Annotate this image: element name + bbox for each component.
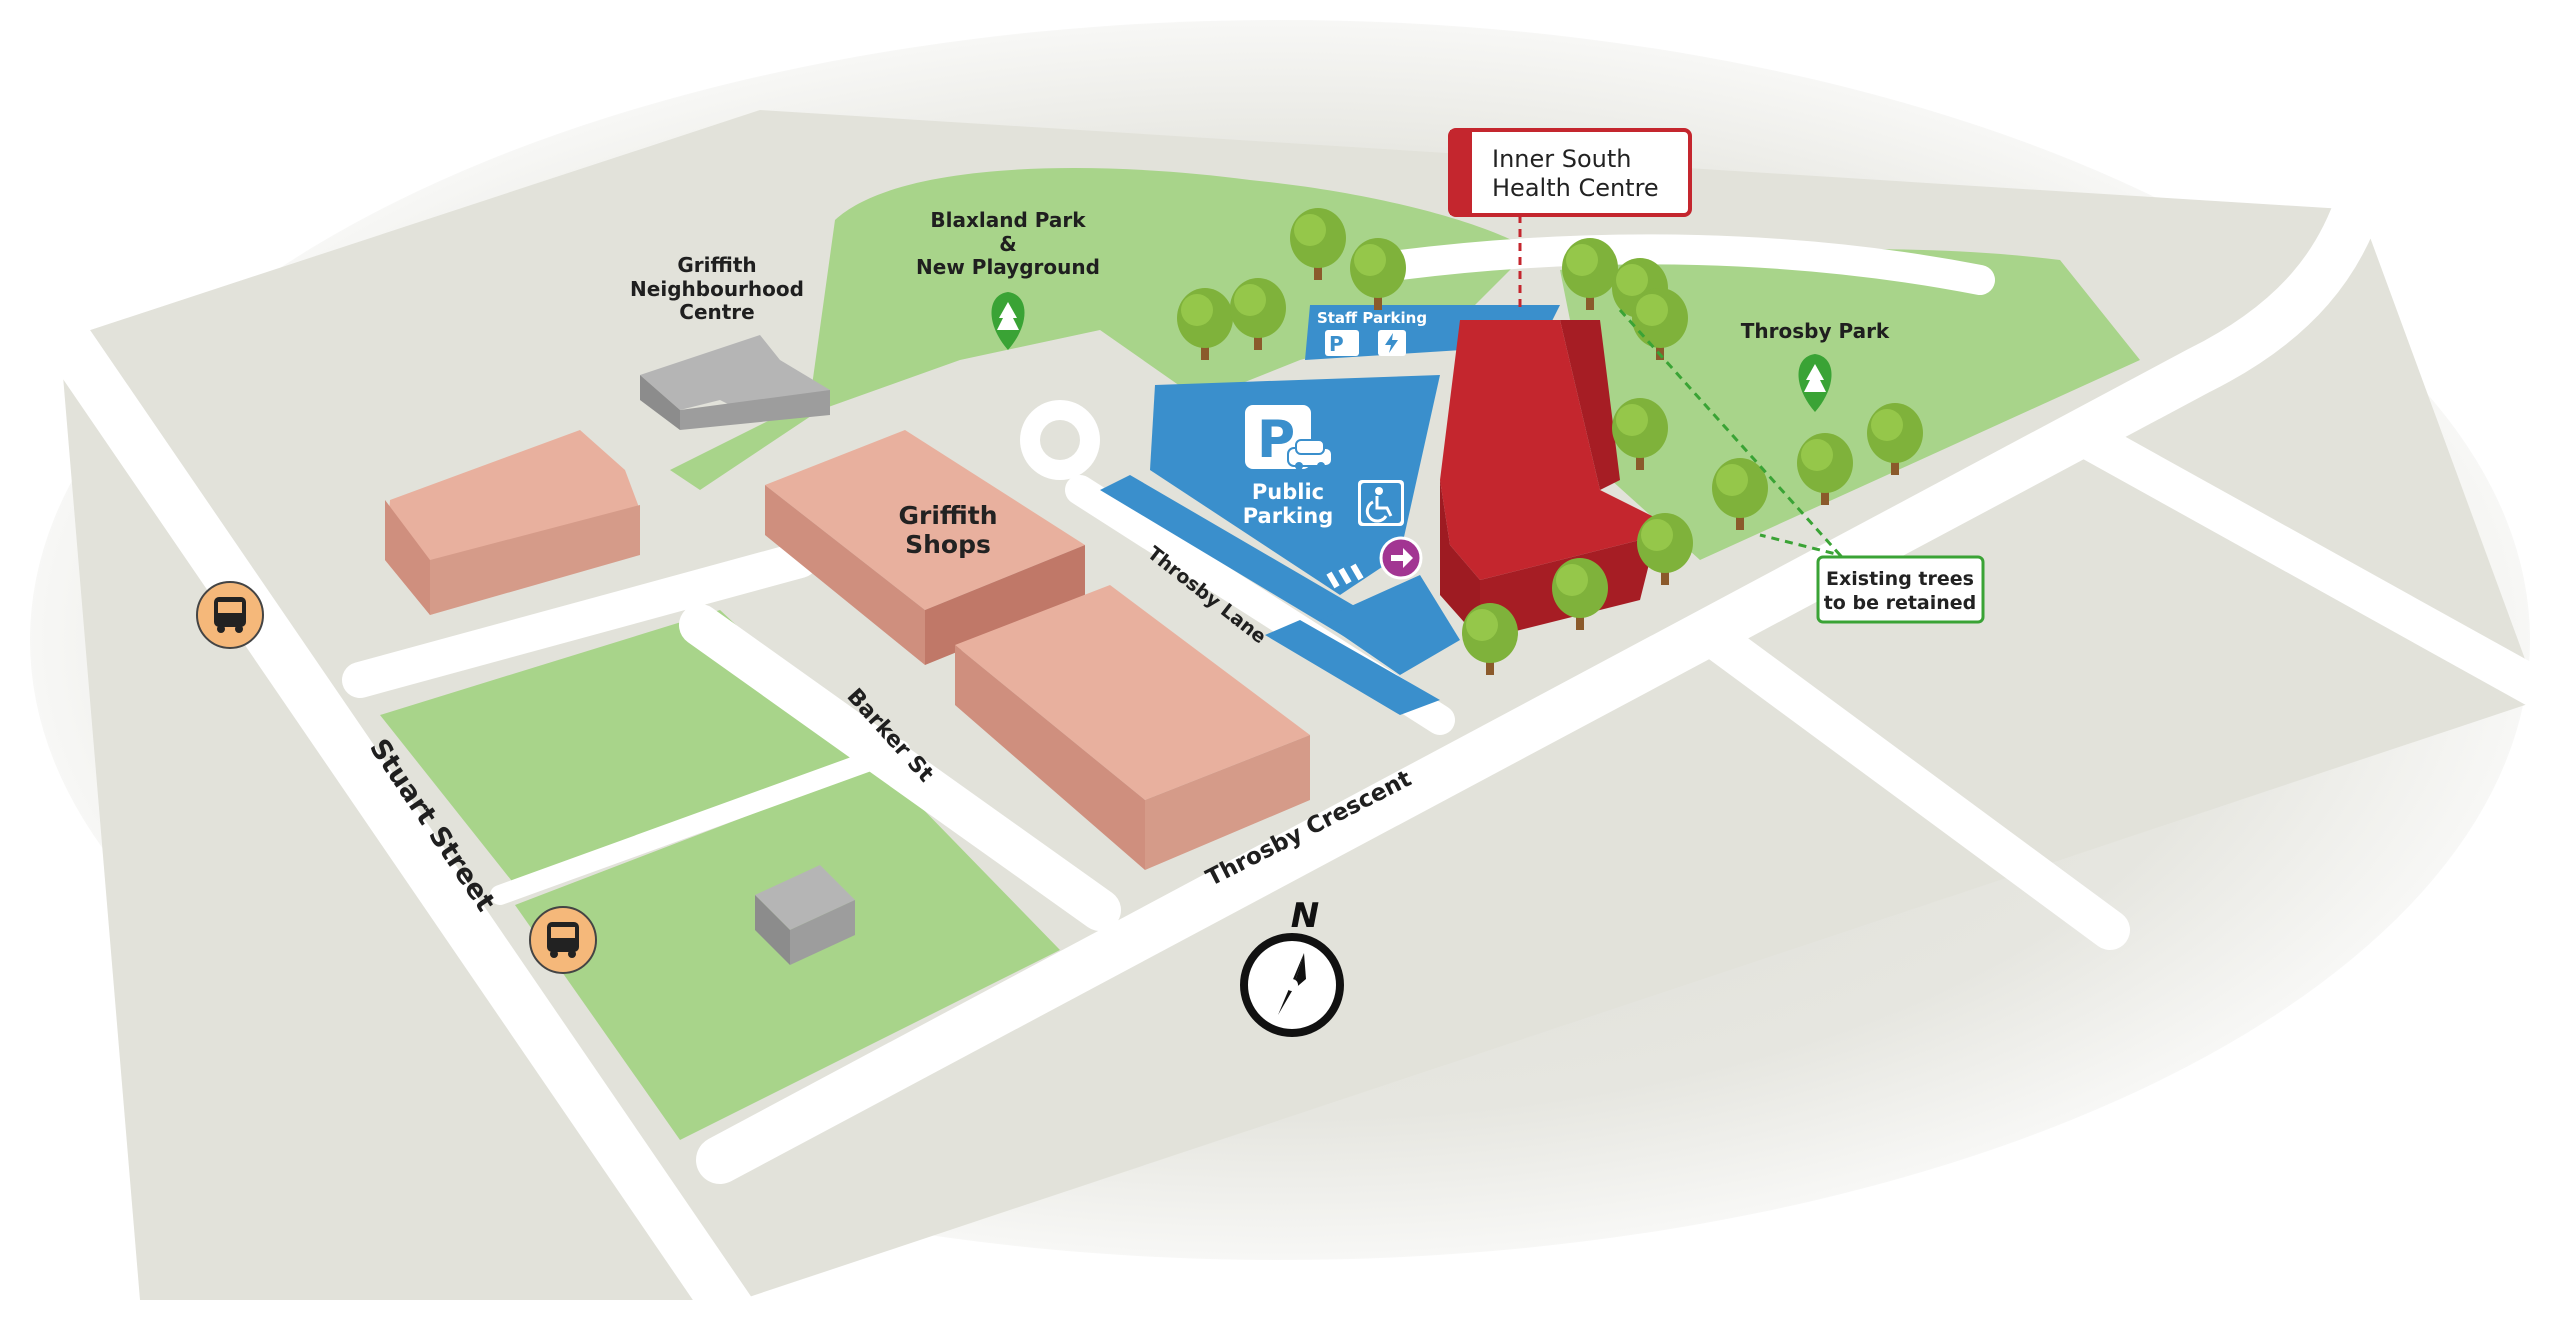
accessible-parking-icon: [1358, 480, 1404, 526]
health-centre-title-1: Inner South: [1492, 145, 1632, 173]
public-parking-label-1: Public: [1252, 480, 1324, 504]
neighbourhood-centre-label-3: Centre: [679, 300, 754, 324]
bottom-parking: [1265, 620, 1440, 715]
bus-stop-icon: [529, 906, 597, 974]
existing-trees-label-2: to be retained: [1824, 592, 1977, 614]
svg-text:P: P: [1329, 332, 1344, 356]
blaxland-park-label-2: &: [999, 232, 1016, 256]
griffith-shops-label-2: Shops: [905, 530, 991, 559]
throsby-crescent-road: [696, 176, 2384, 1184]
staff-parking-label: Staff Parking: [1317, 309, 1427, 327]
entrance-arrow-icon: [1379, 536, 1423, 580]
griffith-shops-label-1: Griffith: [898, 501, 997, 530]
park-tree-pin-icon: [991, 292, 1025, 350]
park-tree-pin-icon: [1798, 354, 1832, 412]
neighbourhood-centre-label-1: Griffith: [677, 253, 756, 277]
car-icon: [1287, 439, 1333, 470]
blaxland-park-label-3: New Playground: [916, 255, 1100, 279]
griffith-neighbourhood-centre-building: [640, 335, 830, 430]
existing-trees-label-1: Existing trees: [1826, 568, 1974, 590]
throsby-park: [1560, 249, 2140, 560]
throsby-park-label: Throsby Park: [1741, 319, 1890, 343]
north-label: N: [1291, 896, 1319, 936]
public-parking-label-2: Parking: [1243, 504, 1334, 528]
crosswalk: [1326, 563, 1364, 589]
griffith-shops-building: [765, 430, 1085, 665]
building-west: [385, 430, 640, 615]
parking-strip-lower: [1320, 575, 1460, 675]
bus-stop-icon: [196, 581, 264, 649]
compass-icon: [1240, 933, 1344, 1037]
parking-icon: P: [1245, 405, 1311, 470]
barker-st-road: [679, 604, 1121, 931]
blaxland-park-label-1: Blaxland Park: [930, 208, 1086, 232]
grey-building-south: [755, 865, 855, 965]
east-road-2: [2070, 420, 2560, 710]
health-centre-title-2: Health Centre: [1492, 174, 1659, 202]
existing-trees-leader: [1618, 308, 1845, 558]
ev-charging-icon: [1378, 330, 1406, 356]
stuart-street-road: [45, 320, 755, 1324]
cross-road: [342, 542, 818, 698]
east-road-1: [1690, 615, 2130, 950]
health-centre-callout: Inner South Health Centre: [1448, 128, 1692, 217]
park-path: [490, 740, 910, 905]
upper-road: [1385, 234, 1995, 295]
roads: [45, 176, 2560, 1324]
building-south-shops: [955, 585, 1310, 870]
staff-parking-icon: P: [1325, 330, 1359, 356]
neighbourhood-centre-label-2: Neighbourhood: [630, 277, 804, 301]
public-parking-lot: [1150, 375, 1440, 595]
existing-trees-callout: Existing trees to be retained: [1816, 555, 1985, 624]
